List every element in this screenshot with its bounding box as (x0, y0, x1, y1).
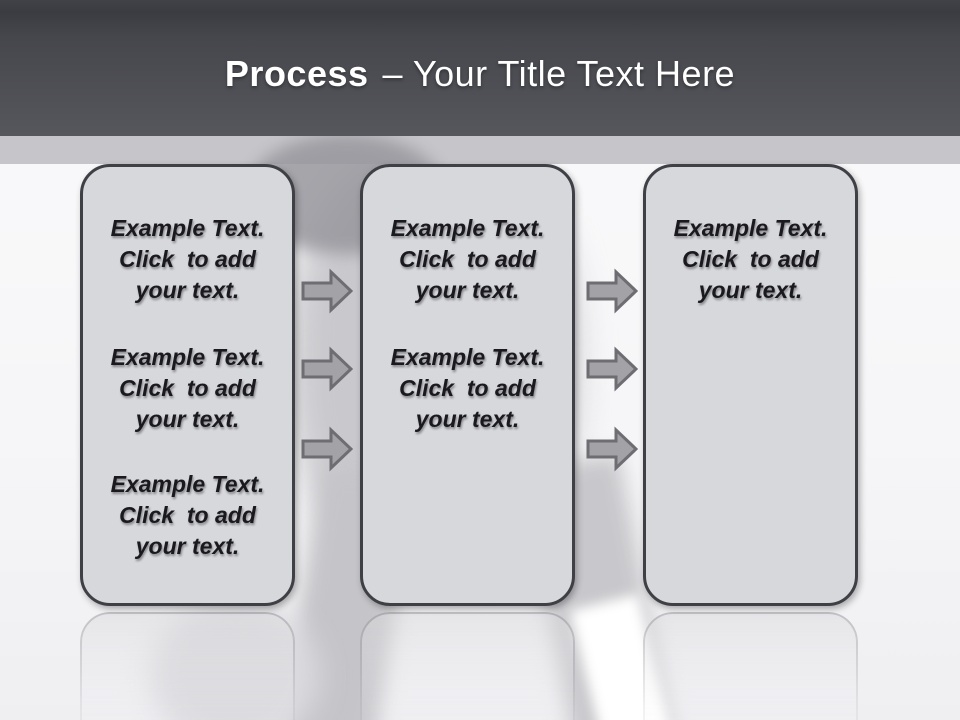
text-placeholder[interactable]: Example Text. Click to add your text. (390, 215, 545, 303)
text-placeholder[interactable]: Example Text. Click to add your text. (110, 344, 265, 432)
text-placeholder[interactable]: Example Text. Click to add your text. (673, 215, 828, 303)
text-placeholder[interactable]: Example Text. Click to add your text. (110, 215, 265, 303)
header-underline-strip (0, 136, 960, 164)
box-reflection-step-1 (80, 612, 295, 720)
process-box-step-3[interactable]: Example Text. Click to add your text. (643, 164, 858, 606)
arrow-right-icon[interactable] (301, 346, 353, 392)
arrow-right-icon[interactable] (301, 426, 353, 472)
slide-header: Process – Your Title Text Here (0, 0, 960, 136)
slide-title-keyword: Process (224, 53, 369, 94)
box-reflection-step-2 (360, 612, 575, 720)
arrow-right-icon[interactable] (301, 268, 353, 314)
box-reflection-step-3 (643, 612, 858, 720)
text-placeholder[interactable]: Example Text. Click to add your text. (110, 471, 265, 559)
slide-title-rest: – Your Title Text Here (382, 53, 736, 94)
text-placeholder[interactable]: Example Text. Click to add your text. (390, 344, 545, 432)
process-box-step-2[interactable]: Example Text. Click to add your text. Ex… (360, 164, 575, 606)
arrow-right-icon[interactable] (586, 346, 638, 392)
process-box-step-1[interactable]: Example Text. Click to add your text. Ex… (80, 164, 295, 606)
arrow-right-icon[interactable] (586, 268, 638, 314)
arrow-right-icon[interactable] (586, 426, 638, 472)
slide-title[interactable]: Process – Your Title Text Here (225, 41, 735, 95)
